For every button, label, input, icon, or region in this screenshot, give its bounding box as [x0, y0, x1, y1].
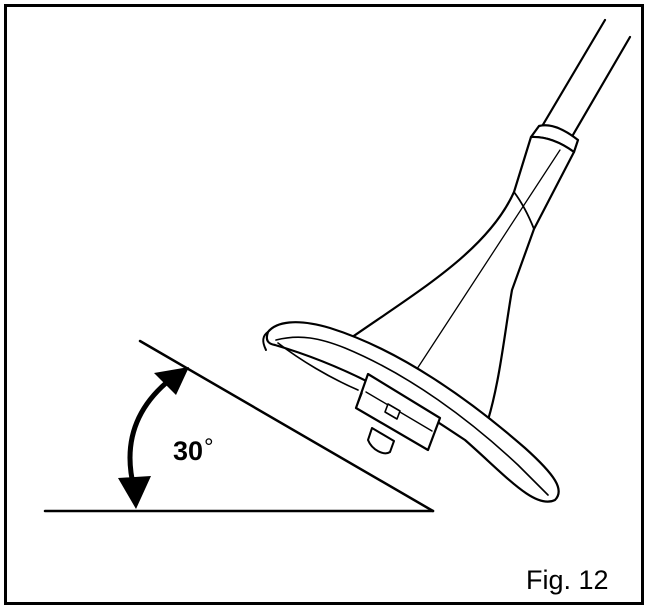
- degree-symbol: °: [204, 434, 214, 461]
- angle-arrow: [118, 367, 189, 509]
- bump-knob: [367, 427, 395, 455]
- angle-arc: [127, 380, 169, 491]
- guard-inner-lip: [275, 336, 549, 496]
- spool-head: [354, 372, 442, 455]
- angle-value: 30: [173, 436, 204, 466]
- trimmer-shaft: [539, 18, 632, 142]
- angle-label: 30°: [173, 434, 214, 467]
- shaft-edge-right: [568, 35, 632, 142]
- housing-seam: [414, 149, 561, 373]
- trimmer-housing: [346, 135, 576, 422]
- trimmer-guard: [262, 321, 560, 503]
- angle-arrowhead-bottom: [118, 476, 151, 509]
- ground-reference: [43, 339, 435, 513]
- slope-line: [138, 339, 435, 513]
- figure-frame: [4, 4, 644, 605]
- spool-latch: [384, 403, 401, 420]
- spool-edge: [355, 392, 363, 409]
- angle-arrowhead-top: [154, 367, 189, 395]
- guard-hook: [262, 331, 269, 351]
- housing-body: [346, 135, 576, 422]
- housing-shoulder: [513, 191, 535, 230]
- shaft-edge-left: [539, 18, 607, 130]
- guard-underside: [277, 342, 359, 391]
- guard-outer: [265, 321, 560, 503]
- figure-caption: Fig. 12: [526, 565, 609, 595]
